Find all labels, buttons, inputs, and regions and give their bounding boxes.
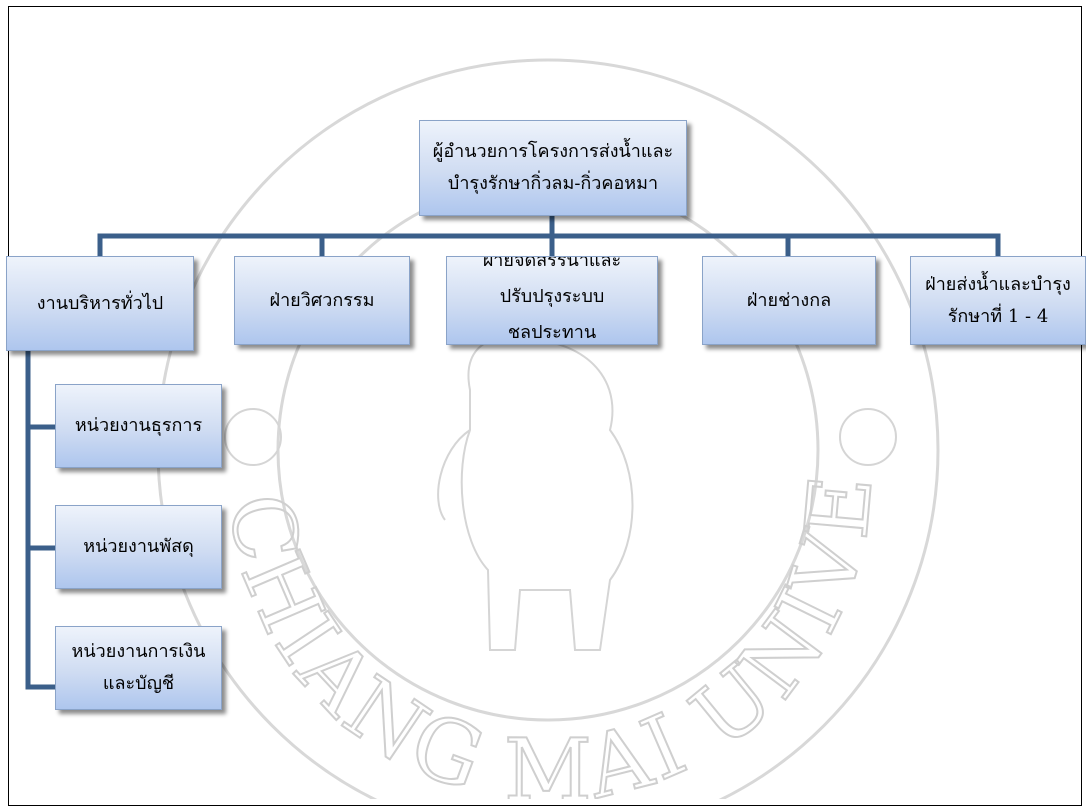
sub-unit-box-finance: หน่วยงานการเงินและบัญชี bbox=[55, 626, 222, 710]
sub-unit-box-general-affairs: หน่วยงานธุรการ bbox=[55, 384, 222, 468]
department-box-general-admin: งานบริหารทั่วไป bbox=[6, 256, 194, 351]
department-box-mechanical: ฝ่ายช่างกล bbox=[702, 256, 876, 345]
sub-unit-label: หน่วยงานการเงินและบัญชี bbox=[71, 641, 206, 694]
department-label: ฝ่ายส่งน้ำและบำรุงรักษาที่ 1 - 4 bbox=[925, 273, 1071, 327]
sub-unit-label: หน่วยงานพัสดุ bbox=[83, 536, 194, 557]
director-label: ผู้อำนวยการโครงการส่งน้ำและบำรุงรักษากิ่… bbox=[432, 141, 674, 194]
department-box-water-allocation: ฝ่ายจัดสรรน้ำและปรับปรุงระบบชลประทาน bbox=[446, 256, 658, 345]
department-box-water-delivery: ฝ่ายส่งน้ำและบำรุงรักษาที่ 1 - 4 bbox=[910, 256, 1086, 345]
department-label: ฝ่ายช่างกล bbox=[746, 289, 832, 311]
department-box-engineering: ฝ่ายวิศวกรรม bbox=[234, 256, 410, 345]
sub-unit-label: หน่วยงานธุรการ bbox=[74, 415, 203, 436]
department-label: งานบริหารทั่วไป bbox=[36, 292, 164, 314]
sub-unit-box-supplies: หน่วยงานพัสดุ bbox=[55, 505, 222, 589]
department-label: ฝ่ายจัดสรรน้ำและปรับปรุงระบบชลประทาน bbox=[482, 256, 622, 343]
director-box: ผู้อำนวยการโครงการส่งน้ำและบำรุงรักษากิ่… bbox=[419, 120, 687, 216]
department-label: ฝ่ายวิศวกรรม bbox=[269, 289, 375, 311]
